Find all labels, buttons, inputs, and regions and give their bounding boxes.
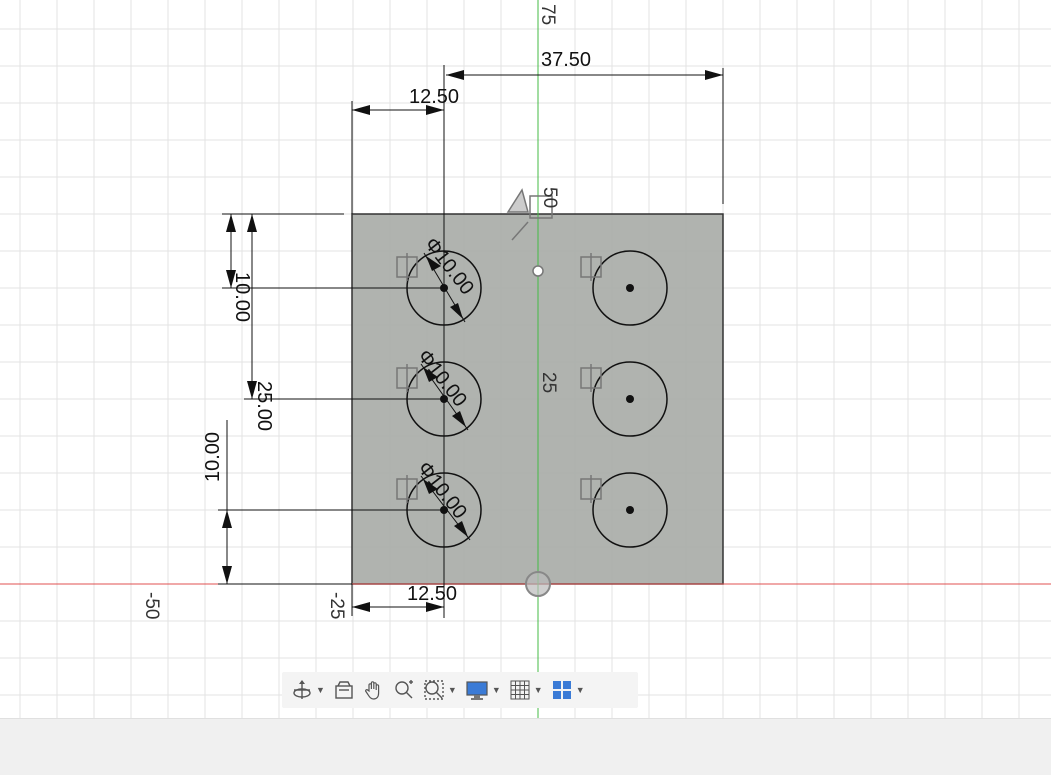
dimension-width-37-50[interactable]: 37.50	[541, 49, 591, 71]
hole-circle[interactable]	[592, 361, 668, 437]
dimension-top-12-50[interactable]: 12.50	[409, 86, 459, 108]
grid-snap-icon	[510, 680, 530, 700]
constraint-icons	[396, 188, 602, 503]
pan-button[interactable]	[360, 675, 388, 705]
zoom-icon	[395, 680, 413, 699]
dimension-bottom-12-50[interactable]: 12.50	[407, 583, 457, 605]
axis-label-50: 50	[539, 187, 560, 208]
fix-constraint-icon	[580, 364, 602, 392]
axis-label-75: 75	[537, 4, 558, 25]
zoom-button[interactable]	[390, 675, 418, 705]
navigation-toolbar: ▼ ▼	[282, 672, 638, 708]
fit-window-icon	[424, 680, 444, 700]
dimension-vert-10-00-top[interactable]: 10.00	[231, 272, 253, 322]
hole-circle[interactable]	[592, 472, 668, 548]
fix-constraint-icon	[396, 364, 418, 392]
sketch-dimension-cursor-icon	[506, 188, 553, 241]
pan-icon	[364, 681, 380, 700]
viewports-button[interactable]: ▼	[548, 675, 588, 705]
display-settings-icon	[466, 681, 488, 700]
orbit-icon	[293, 680, 311, 699]
dimension-arrows	[222, 70, 723, 612]
axis-label-neg50: -50	[141, 592, 162, 619]
grid-snap-button[interactable]: ▼	[506, 675, 546, 705]
sketch-point[interactable]	[532, 265, 544, 277]
hole-circle[interactable]	[592, 250, 668, 326]
fix-constraint-icon	[396, 475, 418, 503]
fit-window-button[interactable]: ▼	[420, 675, 460, 705]
status-bar	[0, 718, 1051, 775]
origin-point[interactable]	[525, 571, 551, 597]
dimension-vert-10-00-bottom[interactable]: 10.00	[202, 432, 224, 482]
axis-label-25: 25	[538, 372, 559, 393]
fix-constraint-icon	[580, 475, 602, 503]
look-at-icon	[335, 681, 353, 699]
viewports-icon	[552, 681, 571, 699]
sketch-viewport[interactable]: 75 50 25 -50 -25 37.50 12.50 12.50 10.00…	[0, 0, 1051, 718]
orbit-button[interactable]: ▼	[288, 675, 328, 705]
dimension-vert-25-00[interactable]: 25.00	[253, 381, 275, 431]
look-at-button[interactable]	[330, 675, 358, 705]
sketch-canvas[interactable]: 75 50 25 -50 -25 37.50 12.50 12.50 10.00…	[0, 0, 1051, 718]
display-settings-button[interactable]: ▼	[462, 675, 504, 705]
fix-constraint-icon	[580, 253, 602, 281]
axis-label-neg25: -25	[326, 592, 347, 619]
fix-constraint-icon	[396, 253, 418, 281]
